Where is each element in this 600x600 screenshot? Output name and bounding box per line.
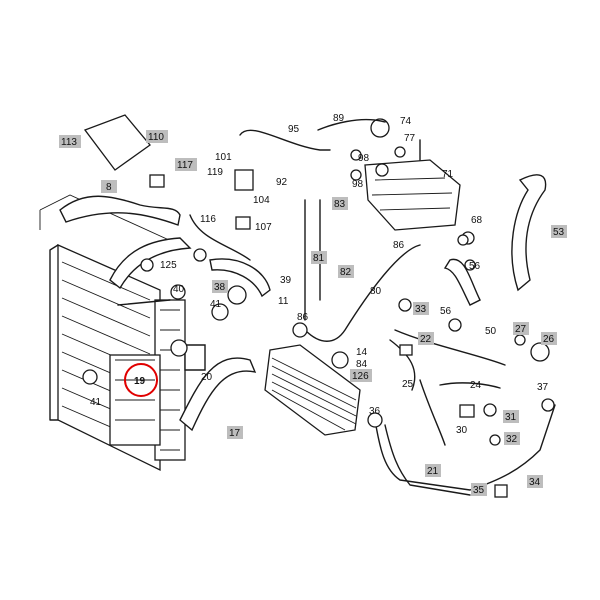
label-68: 68 <box>471 215 483 226</box>
label-98-lower: 98 <box>352 179 364 190</box>
callout-labels: 113 110 117 8 116 95 89 74 77 101 119 92… <box>59 113 567 496</box>
svg-text:22: 22 <box>420 334 432 345</box>
svg-text:117: 117 <box>177 160 193 171</box>
label-24: 24 <box>470 380 482 391</box>
expansion-tank <box>364 118 461 231</box>
svg-text:31: 31 <box>505 412 517 423</box>
svg-text:53: 53 <box>553 227 565 238</box>
label-92: 92 <box>276 177 288 188</box>
label-17: 17 <box>227 426 243 439</box>
label-77: 77 <box>404 133 416 144</box>
label-50: 50 <box>485 326 497 337</box>
label-40: 40 <box>173 284 185 295</box>
label-89: 89 <box>333 113 345 124</box>
small-components <box>82 114 555 498</box>
svg-text:113: 113 <box>61 137 77 148</box>
label-71: 71 <box>442 169 454 180</box>
svg-text:35: 35 <box>473 485 485 496</box>
svg-text:26: 26 <box>543 334 555 345</box>
label-41-lower: 41 <box>90 397 102 408</box>
label-35: 35 <box>471 483 487 496</box>
label-56-lower: 56 <box>440 306 452 317</box>
label-116: 116 <box>200 214 216 225</box>
label-32: 32 <box>504 432 520 445</box>
svg-text:19: 19 <box>134 376 146 387</box>
label-19-highlighted: 19 <box>124 363 158 397</box>
svg-text:33: 33 <box>415 304 427 315</box>
svg-text:32: 32 <box>506 434 518 445</box>
svg-text:110: 110 <box>148 132 164 143</box>
label-86-upper: 86 <box>393 240 405 251</box>
label-31: 31 <box>503 410 519 423</box>
label-74: 74 <box>400 116 412 127</box>
label-104: 104 <box>253 195 270 206</box>
label-21: 21 <box>425 464 441 477</box>
label-117: 117 <box>175 158 197 171</box>
label-25: 25 <box>402 379 414 390</box>
label-56-upper: 56 <box>469 261 481 272</box>
svg-text:126: 126 <box>352 371 369 382</box>
label-125: 125 <box>160 260 177 271</box>
label-113: 113 <box>59 135 81 148</box>
label-81: 81 <box>311 251 327 264</box>
svg-text:27: 27 <box>515 324 527 335</box>
label-38: 38 <box>212 280 228 293</box>
label-119: 119 <box>207 167 223 178</box>
label-82: 82 <box>338 265 354 278</box>
label-98-upper: 98 <box>358 153 370 164</box>
label-33: 33 <box>413 302 429 315</box>
label-101: 101 <box>215 152 232 163</box>
label-30: 30 <box>456 425 468 436</box>
label-27: 27 <box>513 322 529 335</box>
label-8: 8 <box>101 180 117 193</box>
label-39: 39 <box>280 275 292 286</box>
label-37: 37 <box>537 382 549 393</box>
svg-text:82: 82 <box>340 267 352 278</box>
label-14: 14 <box>356 347 368 358</box>
svg-text:21: 21 <box>427 466 439 477</box>
label-107: 107 <box>255 222 272 233</box>
radiator <box>39 194 186 472</box>
label-110: 110 <box>146 130 168 143</box>
label-11: 11 <box>278 296 289 307</box>
label-84: 84 <box>356 359 368 370</box>
label-36: 36 <box>369 406 381 417</box>
label-95: 95 <box>288 124 300 135</box>
svg-text:8: 8 <box>106 182 112 193</box>
svg-text:83: 83 <box>334 199 346 210</box>
svg-text:38: 38 <box>214 282 226 293</box>
label-26: 26 <box>541 332 557 345</box>
hoses <box>59 118 556 496</box>
label-53: 53 <box>551 225 567 238</box>
intercooler <box>264 344 361 436</box>
label-80: 80 <box>370 286 382 297</box>
label-34: 34 <box>527 475 543 488</box>
label-22: 22 <box>418 332 434 345</box>
svg-text:17: 17 <box>229 428 241 439</box>
label-126: 126 <box>350 369 372 382</box>
svg-text:81: 81 <box>313 253 325 264</box>
label-83: 83 <box>332 197 348 210</box>
label-86-lower: 86 <box>297 312 309 323</box>
label-41-upper: 41 <box>210 299 222 310</box>
svg-text:34: 34 <box>529 477 541 488</box>
label-20: 20 <box>201 372 213 383</box>
